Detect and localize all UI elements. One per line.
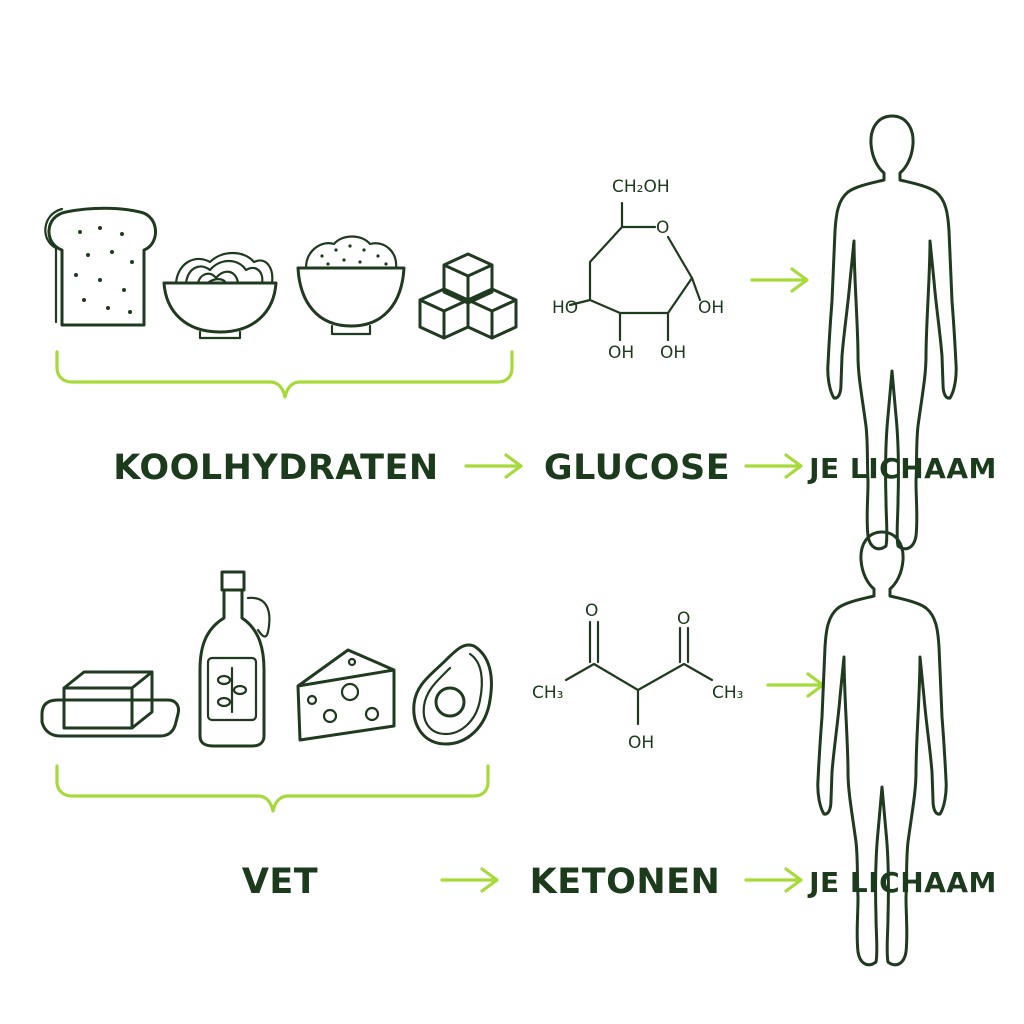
ketone-atom-o-left: O bbox=[585, 601, 598, 621]
ketone-atom-ch3-left: CH₃ bbox=[532, 683, 563, 703]
avocado-icon bbox=[412, 643, 493, 746]
row-fat: O O CH₃ CH₃ OH bbox=[40, 530, 948, 967]
arrow-glucose-label-to-body bbox=[744, 453, 803, 479]
glucose-molecule: CH₂OH O HO OH OH OH bbox=[552, 177, 724, 363]
human-body-icon bbox=[816, 530, 948, 967]
rice-bowl-icon bbox=[296, 235, 406, 336]
row-carbohydrates: CH₂OH O HO OH OH OH bbox=[44, 114, 958, 551]
bread-icon bbox=[44, 206, 157, 327]
cheese-icon bbox=[296, 648, 396, 742]
ketone-atom-oh: OH bbox=[628, 733, 654, 753]
glucose-label: GLUCOSE bbox=[543, 448, 731, 488]
glucose-atom-ring-o: O bbox=[656, 218, 669, 238]
sugar-cubes-icon bbox=[418, 252, 518, 340]
arrow-fat-to-ketones bbox=[440, 867, 499, 893]
pasta-bowl-icon bbox=[162, 251, 278, 340]
ketones-label: KETONEN bbox=[529, 862, 721, 902]
body-label-top: JE LICHAAM bbox=[809, 452, 997, 485]
glucose-atom-oh-right: OH bbox=[698, 298, 724, 318]
glucose-atom-ho: HO bbox=[552, 298, 578, 318]
carbohydrates-brace bbox=[55, 350, 514, 399]
glucose-atom-oh-bottom: OH bbox=[660, 343, 686, 363]
glucose-atom-ch2oh: CH₂OH bbox=[612, 177, 670, 197]
arrow-carbs-to-glucose bbox=[464, 453, 523, 479]
body-label-bottom: JE LICHAAM bbox=[809, 866, 997, 899]
ketone-atom-o-right: O bbox=[677, 609, 690, 629]
ketone-atom-ch3-right: CH₃ bbox=[712, 683, 743, 703]
butter-icon bbox=[40, 670, 180, 738]
olive-oil-bottle-icon bbox=[198, 570, 271, 748]
carbohydrates-label: KOOLHYDRATEN bbox=[113, 448, 439, 488]
arrow-ketones-label-to-body bbox=[744, 867, 803, 893]
glucose-atom-oh-left: OH bbox=[608, 343, 634, 363]
fat-label: VET bbox=[241, 862, 319, 902]
ketone-molecule: O O CH₃ CH₃ OH bbox=[532, 601, 743, 753]
arrow-glucose-to-body bbox=[750, 267, 809, 293]
fat-brace bbox=[55, 764, 490, 813]
arrow-ketone-to-body bbox=[766, 672, 825, 698]
